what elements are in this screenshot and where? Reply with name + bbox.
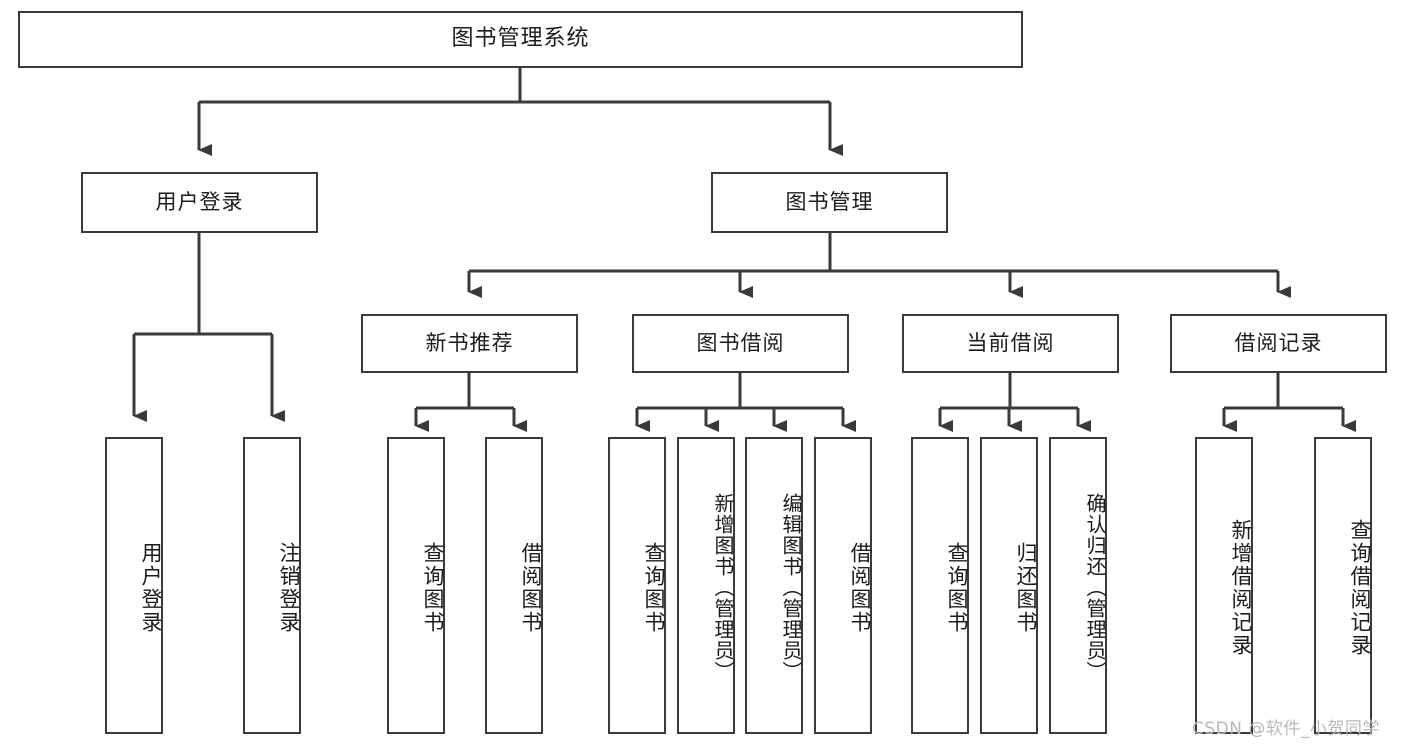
leaf-query-book-3[interactable]: 查询图书 [911, 437, 969, 734]
node-user-login[interactable]: 用户登录 [81, 172, 318, 233]
leaf-return-book[interactable]: 归还图书 [980, 437, 1038, 734]
node-label: 查询图书 [642, 541, 666, 634]
node-book-management[interactable]: 图书管理 [711, 172, 948, 233]
node-label: 查询图书 [945, 541, 969, 634]
node-label: 借阅记录 [1234, 330, 1323, 355]
leaf-borrow-book-1[interactable]: 借阅图书 [485, 437, 543, 734]
node-label: 新增借阅记录 [1229, 518, 1253, 657]
node-borrow-record[interactable]: 借阅记录 [1170, 314, 1387, 373]
leaf-add-borrow-record[interactable]: 新增借阅记录 [1195, 437, 1253, 734]
node-label: 用户登录 [155, 189, 244, 214]
csdn-watermark: CSDN @软件_小贺同学 [1192, 719, 1380, 739]
node-label: 编辑图书（管理员） [779, 493, 803, 682]
node-label: 当前借阅 [966, 330, 1055, 355]
node-current-borrow[interactable]: 当前借阅 [902, 314, 1119, 373]
node-label: 图书管理系统 [451, 26, 590, 52]
node-label: 新增图书（管理员） [711, 493, 735, 682]
leaf-user-login[interactable]: 用户登录 [105, 437, 163, 734]
node-root-book-management-system[interactable]: 图书管理系统 [18, 11, 1023, 68]
node-label: 查询图书 [421, 541, 445, 634]
node-label: 借阅图书 [519, 541, 543, 634]
node-label: 借阅图书 [848, 541, 872, 634]
node-label: 新书推荐 [425, 330, 514, 355]
node-new-book-recommend[interactable]: 新书推荐 [361, 314, 578, 373]
leaf-logout-login[interactable]: 注销登录 [243, 437, 301, 734]
node-label: 归还图书 [1014, 541, 1038, 634]
node-label: 确认归还（管理员） [1083, 493, 1107, 682]
node-label: 图书借阅 [696, 330, 785, 355]
node-label: 注销登录 [277, 541, 301, 634]
leaf-confirm-return-admin[interactable]: 确认归还（管理员） [1049, 437, 1107, 734]
leaf-query-book-2[interactable]: 查询图书 [608, 437, 666, 734]
leaf-add-book-admin[interactable]: 新增图书（管理员） [677, 437, 735, 734]
leaf-query-book-1[interactable]: 查询图书 [387, 437, 445, 734]
node-label: 图书管理 [785, 189, 874, 214]
node-book-borrow[interactable]: 图书借阅 [632, 314, 849, 373]
leaf-borrow-book-2[interactable]: 借阅图书 [814, 437, 872, 734]
node-label: 用户登录 [139, 541, 163, 634]
leaf-query-borrow-record[interactable]: 查询借阅记录 [1314, 437, 1372, 734]
node-label: 查询借阅记录 [1348, 518, 1372, 657]
leaf-edit-book-admin[interactable]: 编辑图书（管理员） [745, 437, 803, 734]
